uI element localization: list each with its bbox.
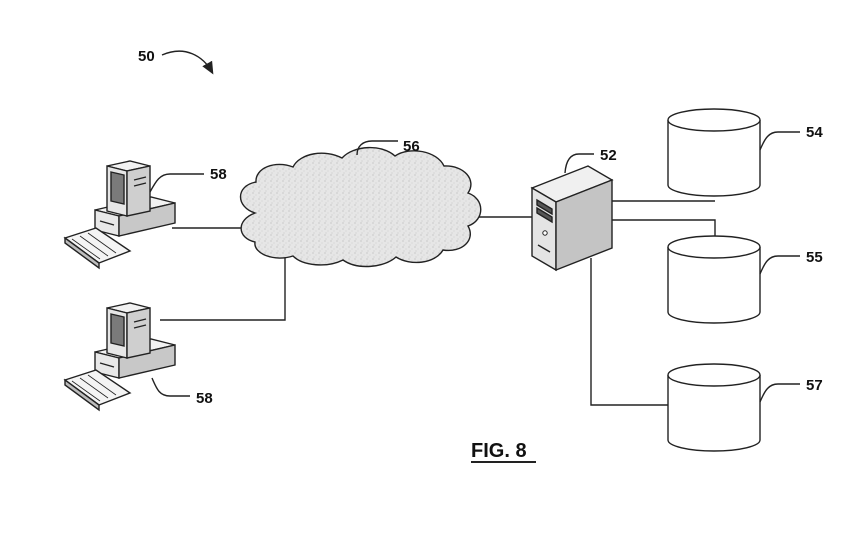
- server-ref-label: 52: [600, 147, 617, 164]
- server: 52: [530, 147, 617, 272]
- connections: [160, 200, 716, 406]
- database-cylinder-icon: [667, 363, 761, 452]
- database-2-ref-label: 55: [806, 249, 823, 266]
- computer-bottom: 58: [63, 302, 213, 412]
- database-3-leader-line: [759, 383, 800, 403]
- computer-bottom-ref-label: 58: [196, 390, 213, 407]
- computer-top: 58: [63, 160, 227, 270]
- desktop-computer-icon: [63, 302, 176, 412]
- network-leader-line: [356, 140, 398, 156]
- database-3-ref-label: 57: [806, 377, 823, 394]
- database-cylinder-icon: [667, 235, 761, 324]
- database-2: 55: [667, 235, 823, 324]
- figure-caption: FIG. 8: [471, 440, 536, 463]
- database-1-leader-line: [759, 131, 800, 151]
- link-server-db2: [612, 219, 716, 236]
- link-computer-bottom-network: [160, 258, 286, 321]
- database-1-ref-label: 54: [806, 124, 823, 141]
- system-reference: 50: [138, 48, 214, 75]
- database-1: 54: [667, 108, 823, 197]
- system-ref-label: 50: [138, 48, 155, 65]
- computer-bottom-leader-line: [151, 377, 190, 397]
- computer-top-leader-line: [149, 173, 204, 193]
- database-2-leader-line: [759, 255, 800, 275]
- link-server-db3: [590, 258, 668, 406]
- network-cloud: 56: [239, 138, 482, 268]
- desktop-computer-icon: [63, 160, 176, 270]
- database-3: 57: [667, 363, 823, 452]
- server-tower-icon: [530, 165, 614, 272]
- computer-top-ref-label: 58: [210, 166, 227, 183]
- database-cylinder-icon: [667, 108, 761, 197]
- figure-caption-text: FIG. 8: [471, 440, 527, 462]
- network-ref-label: 56: [403, 138, 420, 155]
- cloud-icon: [239, 146, 482, 268]
- server-leader-line: [564, 153, 594, 174]
- system-ref-arrow: [161, 50, 214, 75]
